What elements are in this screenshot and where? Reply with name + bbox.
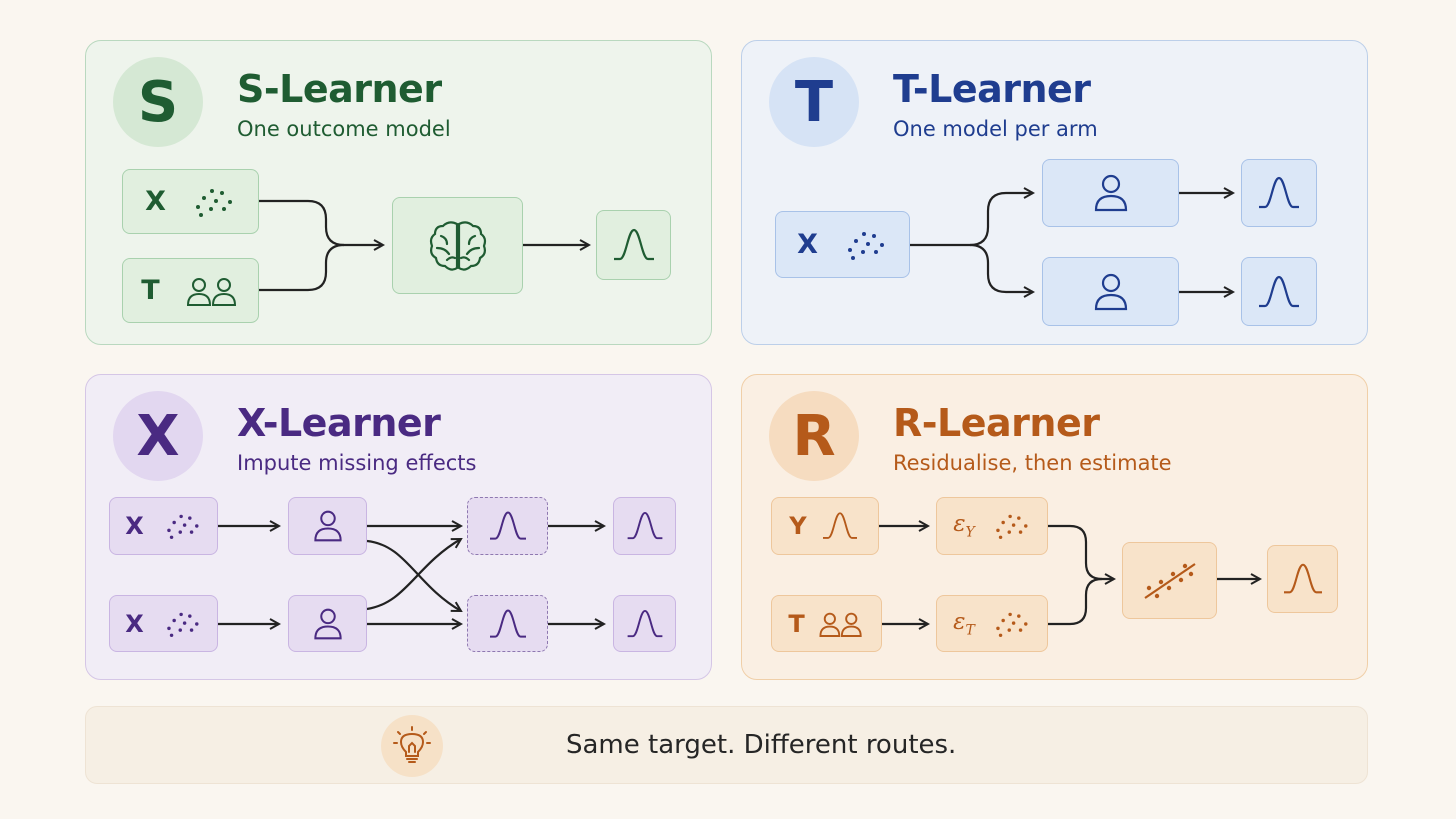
footer-banner: Same target. Different routes. <box>85 706 1368 784</box>
person-icon <box>313 510 342 542</box>
x-learner-connectors <box>218 375 713 681</box>
x-learner-subtitle: Impute missing effects <box>237 451 477 475</box>
r-input-t-box: T <box>771 595 882 652</box>
r-residual-t-box: εT <box>936 595 1048 652</box>
person-icon <box>1094 174 1127 212</box>
r-output-box <box>1267 545 1338 613</box>
r-regression-box <box>1122 542 1217 619</box>
x-control-model-box <box>288 595 367 652</box>
scatter-dots-icon <box>996 514 1028 540</box>
x-learner-panel: X X-Learner Impute missing effects X X <box>85 374 712 680</box>
bell-curve-icon <box>822 512 857 539</box>
x-input-x1-label: X <box>125 512 144 540</box>
bell-curve-icon <box>1259 275 1299 307</box>
bell-curve-icon <box>627 609 662 637</box>
regression-line-icon <box>1143 562 1196 599</box>
s-input-t-box: T <box>122 258 259 323</box>
s-learner-title: S-Learner <box>237 67 442 111</box>
scatter-dots-icon <box>996 612 1028 637</box>
s-learner-badge: S <box>113 57 203 147</box>
x-output-2-box <box>613 595 676 652</box>
x-input-x2-box: X <box>109 595 218 652</box>
r-learner-subtitle: Residualise, then estimate <box>893 451 1172 475</box>
bell-curve-icon <box>613 228 654 261</box>
x-learner-badge: X <box>113 391 203 481</box>
r-residual-y-label: εY <box>953 511 975 541</box>
person-icon <box>1094 273 1127 310</box>
t-learner-title: T-Learner <box>893 67 1091 111</box>
x-treated-model-box <box>288 497 367 555</box>
two-people-icon <box>819 612 862 637</box>
s-learner-panel: S S-Learner One outcome model X T <box>85 40 712 345</box>
two-people-icon <box>186 277 236 306</box>
person-icon <box>313 608 342 639</box>
bell-curve-icon <box>489 609 526 638</box>
scatter-dots-icon <box>166 514 199 540</box>
s-input-x-box: X <box>122 169 259 234</box>
x-learner-title: X-Learner <box>237 401 441 445</box>
t-treated-model-box <box>1042 159 1179 227</box>
x-input-x1-box: X <box>109 497 218 555</box>
t-learner-subtitle: One model per arm <box>893 117 1098 141</box>
x-imputed-effect-1-box <box>467 497 548 555</box>
x-imputed-effect-2-box <box>467 595 548 652</box>
r-input-y-label: Y <box>789 512 807 540</box>
lightbulb-icon <box>381 715 443 777</box>
t-input-x-box: X <box>775 211 910 278</box>
t-treated-output-box <box>1241 159 1317 227</box>
t-learner-panel: T T-Learner One model per arm X <box>741 40 1368 345</box>
scatter-dots-icon <box>195 188 232 217</box>
r-learner-badge: R <box>769 391 859 481</box>
r-input-t-label: T <box>788 609 805 638</box>
bell-curve-icon <box>627 511 662 540</box>
bell-curve-icon <box>1259 176 1299 209</box>
t-control-model-box <box>1042 257 1179 326</box>
s-input-x-label: X <box>145 186 166 217</box>
brain-icon <box>429 220 486 271</box>
x-input-x2-label: X <box>125 609 144 638</box>
s-outcome-model-box <box>392 197 523 294</box>
t-control-output-box <box>1241 257 1317 326</box>
footer-tagline: Same target. Different routes. <box>566 730 957 760</box>
t-learner-connectors <box>910 41 1369 346</box>
r-residual-y-box: εY <box>936 497 1048 555</box>
scatter-dots-icon <box>166 612 199 637</box>
s-learner-subtitle: One outcome model <box>237 117 451 141</box>
r-learner-panel: R R-Learner Residualise, then estimate Y… <box>741 374 1368 680</box>
s-output-box <box>596 210 671 280</box>
x-output-1-box <box>613 497 676 555</box>
s-learner-connectors <box>259 199 713 292</box>
bell-curve-icon <box>1283 563 1322 594</box>
r-learner-connectors <box>879 375 1369 681</box>
bell-curve-icon <box>489 511 526 540</box>
r-learner-title: R-Learner <box>893 401 1100 445</box>
s-input-t-label: T <box>141 275 160 306</box>
t-input-x-label: X <box>797 229 818 260</box>
r-input-y-box: Y <box>771 497 879 555</box>
scatter-dots-icon <box>847 231 884 260</box>
r-residual-t-label: εT <box>953 608 975 639</box>
t-learner-badge: T <box>769 57 859 147</box>
